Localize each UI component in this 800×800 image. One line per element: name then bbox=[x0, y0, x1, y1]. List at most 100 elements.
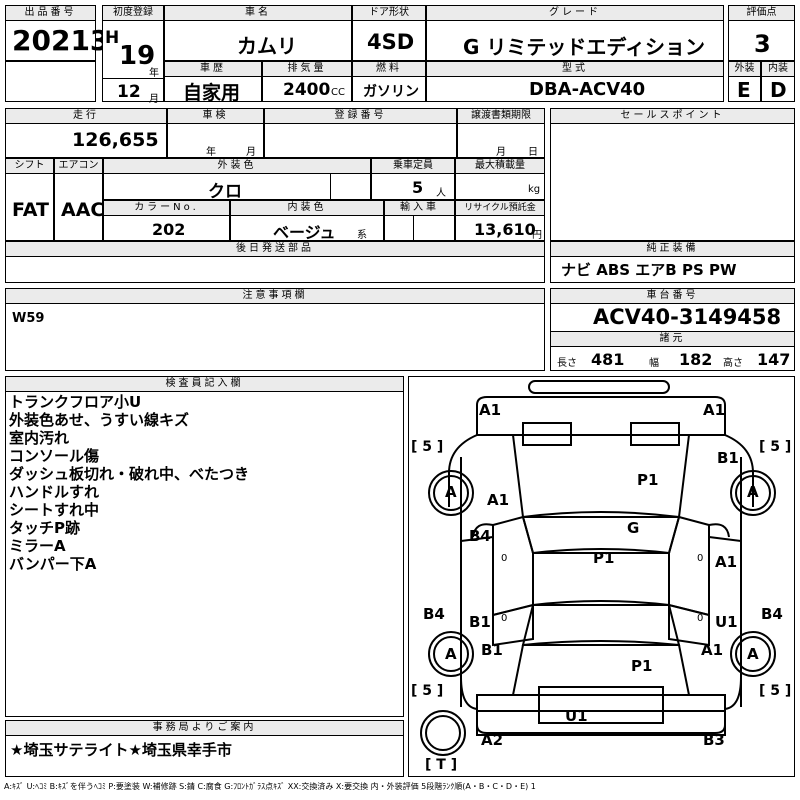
capacity-cell: 乗車定員 5 人 bbox=[371, 158, 455, 200]
color-number-label: カラーNo. bbox=[104, 201, 229, 216]
note-line: コンソール傷 bbox=[9, 447, 100, 465]
note-line: バンパー下A bbox=[9, 555, 97, 573]
era-letter: H bbox=[105, 28, 120, 48]
frame-number-cell: 車台番号 ACV40-3149458 諸元 長さ 481 幅 182 高さ 14… bbox=[550, 288, 795, 371]
length: 481 bbox=[591, 350, 625, 369]
person-unit: 人 bbox=[436, 188, 446, 199]
history-cell: 車歴 自家用 bbox=[164, 61, 262, 104]
tire-5-fr: [ 5 ] bbox=[759, 439, 792, 455]
equipment-label: 純正装備 bbox=[551, 242, 794, 257]
ac: AAC bbox=[61, 199, 105, 221]
model-cell: 型式 DBA-ACV40 bbox=[426, 61, 724, 102]
note-line: トランクフロア小U bbox=[9, 393, 142, 411]
damage-a1-front-left: A1 bbox=[479, 401, 502, 419]
mileage-label: 走行 bbox=[6, 109, 166, 124]
tire-5-rl: [ 5 ] bbox=[411, 683, 444, 699]
ac-label: エアコン bbox=[55, 159, 102, 174]
note-line: ハンドルすれ bbox=[9, 483, 100, 501]
later-parts-label: 後日発送部品 bbox=[6, 242, 544, 257]
damage-b4-door: B4 bbox=[469, 527, 491, 545]
transfer-deadline-cell: 譲渡書類期限 月 日 bbox=[457, 108, 545, 158]
damage-b4-side-right: B4 bbox=[761, 605, 783, 623]
caution-cell: 注意事項欄 W59 bbox=[5, 288, 545, 371]
exterior-grade: E bbox=[737, 78, 751, 102]
damage-a2-rear-left: A2 bbox=[481, 731, 504, 749]
sales-point-label: セールスポイント bbox=[551, 109, 794, 124]
fuel: ガソリン bbox=[363, 84, 419, 100]
grade-cell: グレード G リミテッドエディション bbox=[426, 5, 724, 61]
note-line: 室内汚れ bbox=[9, 429, 70, 447]
exterior-grade-cell: 外装 E bbox=[728, 61, 761, 102]
length-label: 長さ bbox=[557, 358, 577, 369]
car-diagram: A1 A1 [ 5 ] [ 5 ] B1 A A A1 P1 G B4 P1 A… bbox=[408, 376, 795, 777]
interior-grade-label: 内装 bbox=[762, 62, 794, 77]
tire-5-rr: [ 5 ] bbox=[759, 683, 792, 699]
shift-cell: シフト FAT bbox=[5, 158, 54, 241]
fuel-cell: 燃料 ガソリン bbox=[352, 61, 426, 102]
capacity-label: 乗車定員 bbox=[372, 159, 454, 174]
inspection-label: 車検 bbox=[168, 109, 263, 124]
registration-number-label: 登録番号 bbox=[265, 109, 456, 124]
history-label: 車歴 bbox=[165, 62, 261, 77]
damage-u1-rear-bumper: U1 bbox=[565, 707, 588, 725]
interior-unit: 系 bbox=[357, 230, 367, 241]
car-name-label: 車名 bbox=[165, 6, 351, 21]
zero-mark: 0 bbox=[501, 553, 508, 564]
model-label: 型式 bbox=[427, 62, 723, 77]
transfer-deadline-label: 譲渡書類期限 bbox=[458, 109, 544, 124]
first-registration-label: 初度登録 bbox=[103, 6, 163, 21]
car-name-cell: 車名 カムリ bbox=[164, 5, 352, 61]
kg-unit: kg bbox=[528, 184, 541, 195]
interior-grade: D bbox=[770, 78, 787, 102]
door-type: 4SD bbox=[367, 30, 415, 54]
height: 147 bbox=[757, 350, 791, 369]
damage-a1-door-right: A1 bbox=[715, 553, 738, 571]
caution-text: W59 bbox=[12, 311, 45, 326]
zero-mark: 0 bbox=[501, 613, 508, 624]
color-number: 202 bbox=[152, 220, 186, 239]
grade: G リミテッドエディション bbox=[463, 35, 705, 59]
grade-label: グレード bbox=[427, 6, 723, 21]
fuel-label: 燃料 bbox=[353, 62, 425, 77]
recycle-fee-cell: リサイクル預託金 13,610 円 bbox=[455, 200, 545, 241]
registration-number-cell: 登録番号 bbox=[264, 108, 457, 158]
interior-grade-cell: 内装 D bbox=[761, 61, 795, 102]
damage-p1-hood: P1 bbox=[637, 471, 659, 489]
damage-p1-roof: P1 bbox=[593, 549, 615, 567]
recycle-fee: 13,610 bbox=[474, 220, 536, 239]
damage-a-wheel-fl: A bbox=[445, 483, 457, 501]
damage-a-wheel-fr: A bbox=[747, 483, 759, 501]
yen-unit: 円 bbox=[532, 230, 542, 241]
lot-empty-cell bbox=[5, 61, 96, 102]
damage-u1-rear-door: U1 bbox=[715, 613, 738, 631]
inspection-year-unit: 年 bbox=[206, 147, 216, 158]
transfer-day-unit: 日 bbox=[528, 147, 538, 158]
width-label: 幅 bbox=[649, 358, 659, 369]
shift: FAT bbox=[12, 199, 49, 221]
later-parts-cell: 後日発送部品 bbox=[5, 241, 545, 283]
note-line: 外装色あせ、うすい線キズ bbox=[9, 411, 190, 429]
car-name: カムリ bbox=[237, 34, 297, 58]
mileage: 126,655 km bbox=[72, 129, 198, 151]
note-line: シートすれ中 bbox=[9, 501, 100, 519]
import-label: 輸入車 bbox=[385, 201, 454, 216]
damage-a1-front-right: A1 bbox=[703, 401, 726, 419]
year-unit: 年 bbox=[149, 68, 159, 79]
exterior-color-cell: 外装色 クロ bbox=[103, 158, 371, 202]
score: 3 bbox=[754, 30, 771, 58]
transfer-month-unit: 月 bbox=[496, 147, 506, 158]
registration-year: 19 bbox=[119, 41, 156, 71]
damage-b4-side-left: B4 bbox=[423, 605, 445, 623]
interior-color-label: 内装色 bbox=[231, 201, 383, 216]
exterior-color: クロ bbox=[208, 182, 242, 202]
inspection-cell: 車検 年 月 bbox=[167, 108, 264, 158]
door-label: ドア形状 bbox=[353, 6, 425, 21]
lot-number-cell: 出品番号 20213 bbox=[5, 5, 109, 61]
damage-a-wheel-rr: A bbox=[747, 645, 759, 663]
lot-number: 20213 bbox=[12, 24, 110, 57]
color-number-cell: カラーNo. 202 bbox=[103, 200, 230, 241]
displacement-cell: 排気量 2400 CC bbox=[262, 61, 352, 102]
interior-color-cell: 内装色 ベージュ 系 bbox=[230, 200, 384, 242]
legend: A:ｷｽﾞ U:ﾍｺﾐ B:ｷｽﾞを伴うﾍｺﾐ P:要塗装 W:補修跡 S:錆 … bbox=[4, 782, 536, 791]
mileage-cell: 走行 126,655 km bbox=[5, 108, 198, 158]
